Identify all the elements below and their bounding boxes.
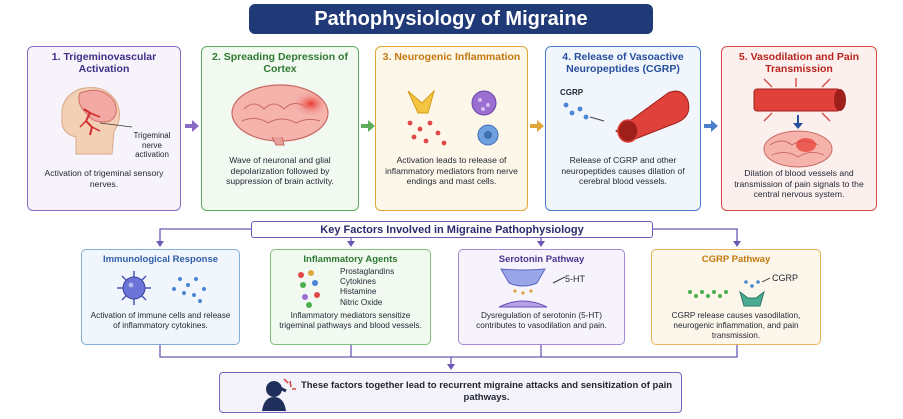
- arrow-right-icon: [530, 120, 544, 132]
- inflammatory-molecule-icon: [298, 270, 320, 308]
- headache-person-icon: [262, 378, 296, 411]
- trigeminal-nerve-label: Trigeminal nerve activation: [133, 131, 171, 159]
- stage-trigeminovascular-activation: 1. Trigeminovascular Activation Trigemin…: [27, 46, 181, 211]
- factor-title: Serotonin Pathway: [498, 254, 585, 265]
- factor-description: Dysregulation of serotonin (5-HT) contri…: [476, 311, 607, 330]
- factor-description: Inflammatory mediators sensitize trigemi…: [279, 311, 422, 330]
- cgrp-receptor-icon: [688, 277, 771, 307]
- cgrp-label: CGRP: [560, 88, 584, 97]
- summary-box: These factors together lead to recurrent…: [219, 372, 682, 413]
- factor-title: Immunological Response: [102, 254, 219, 265]
- stage-cgrp-release: 4. Release of Vasoactive Neuropeptides (…: [545, 46, 701, 211]
- agent-item: Nitric Oxide: [340, 297, 383, 307]
- stage-description: Dilation of blood vessels and transmissi…: [734, 168, 864, 199]
- factor-cgrp-pathway: CGRP Pathway CGRP CGRP release causes va…: [651, 249, 821, 345]
- factor-inflammatory-agents: Inflammatory Agents Prostaglandins Cytok…: [270, 249, 431, 345]
- stage-vasodilation-pain: 5. Vasodilation and Pain Transmission Di…: [721, 46, 877, 211]
- inflammatory-agents-list: Prostaglandins Cytokines Histamine Nitri…: [340, 267, 394, 308]
- factor-description: Activation of immune cells and release o…: [90, 311, 231, 330]
- head-nerve-icon: [61, 87, 133, 155]
- synapse-icon: [498, 268, 548, 308]
- stage-title: 4. Release of Vasoactive Neuropeptides (…: [562, 51, 684, 75]
- stage-neurogenic-inflammation: 3. Neurogenic Inflammation Activation le…: [375, 46, 528, 211]
- arrow-right-icon: [185, 120, 199, 132]
- stage-title: 2. Spreading Depression of Cortex: [212, 51, 348, 75]
- agent-item: Prostaglandins: [340, 267, 395, 276]
- factor-serotonin-pathway: Serotonin Pathway 5-HT Dysregulation of …: [458, 249, 625, 345]
- agent-item: Cytokines: [340, 277, 376, 287]
- factor-title: Inflammatory Agents: [303, 254, 398, 265]
- brain-icon: [231, 84, 329, 146]
- stage-description: Activation leads to release of inflammat…: [385, 155, 518, 186]
- agent-item: Histamine: [340, 287, 377, 297]
- summary-text: These factors together lead to recurrent…: [300, 380, 673, 403]
- page-title: Pathophysiology of Migraine: [249, 4, 653, 34]
- factor-title: CGRP Pathway: [701, 254, 771, 265]
- factor-description: CGRP release causes vasodilation, neurog…: [671, 311, 801, 340]
- dilated-vessel-brain-icon: [753, 78, 846, 168]
- nerve-ending-mast-cell-icon: [407, 89, 499, 146]
- pointer-arrow-icon: [552, 276, 565, 284]
- stage-title: 1. Trigeminovascular Activation: [51, 51, 157, 75]
- serotonin-label: 5-HT: [565, 274, 585, 284]
- stage-description: Release of CGRP and other neuropeptides …: [561, 155, 685, 186]
- arrow-right-icon: [704, 120, 718, 132]
- factor-immunological-response: Immunological Response Activation of imm…: [81, 249, 240, 345]
- blood-vessel-icon: [563, 90, 690, 143]
- stage-description: Wave of neuronal and glial depolarizatio…: [226, 155, 334, 186]
- key-factors-title: Key Factors Involved in Migraine Pathoph…: [251, 221, 653, 238]
- stage-cortical-spreading-depression: 2. Spreading Depression of Cortex Wave o…: [201, 46, 359, 211]
- stage-description: Activation of trigeminal sensory nerves.: [44, 168, 164, 189]
- stage-title: 3. Neurogenic Inflammation: [382, 51, 521, 63]
- immune-cell-icon: [117, 271, 206, 305]
- stage-title: 5. Vasodilation and Pain Transmission: [738, 51, 860, 75]
- cgrp-label: CGRP: [772, 273, 799, 283]
- arrow-right-icon: [361, 120, 375, 132]
